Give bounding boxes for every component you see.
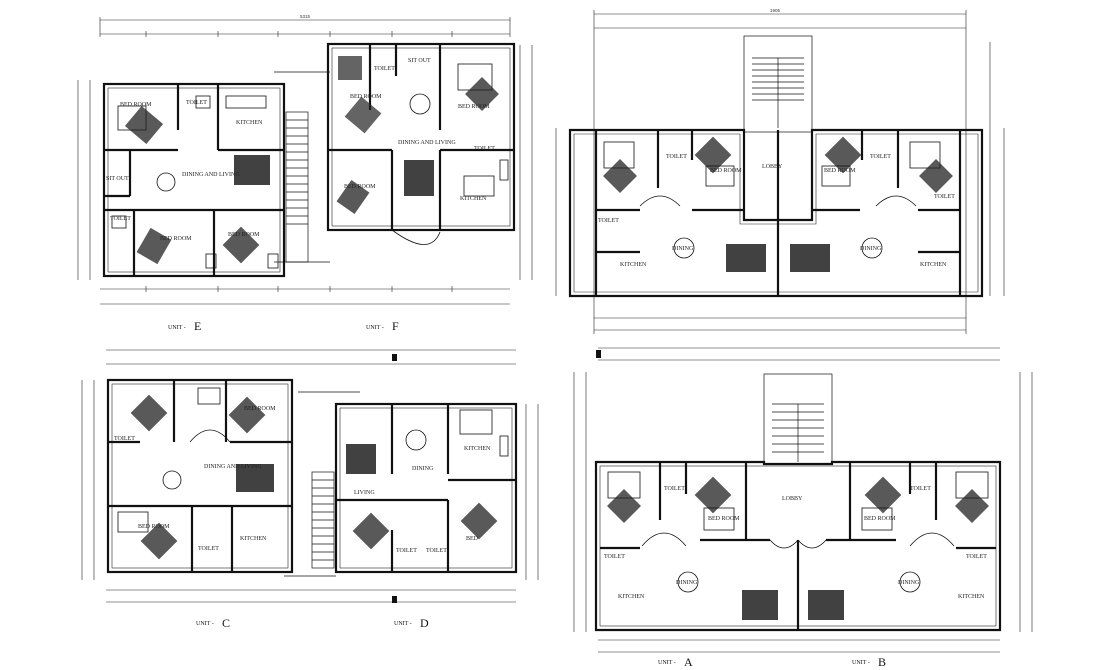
room-label-f-bed1: BED ROOM <box>458 104 490 110</box>
unit-f-letter: F <box>392 319 399 333</box>
room-label-tr-dining-l: DINING <box>672 246 694 252</box>
room-label-c-bed2: BED ROOM <box>138 524 170 530</box>
plan-tr-dimensions: 1905 <box>555 8 1005 334</box>
room-label-ab-dining-l: DINING <box>676 580 698 586</box>
room-label-f-sitout: SIT OUT <box>408 58 431 64</box>
room-label-c-kitchen: KITCHEN <box>240 536 267 542</box>
room-label-tr-toilet-l2: TOILET <box>598 218 619 224</box>
room-label-ab-bed-r: BED ROOM <box>864 516 896 522</box>
room-label-f-bed2: BED ROOM <box>350 94 382 100</box>
room-label-e-bed1: BED ROOM <box>120 102 152 108</box>
unit-f-furniture <box>336 56 509 214</box>
plan-ab-outline <box>594 460 1002 632</box>
unit-e-furniture <box>111 95 279 269</box>
room-label-f-bed3: BED ROOM <box>344 184 376 190</box>
unit-b-letter: B <box>878 655 886 669</box>
room-label-tr-kitchen-r: KITCHEN <box>920 262 947 268</box>
room-label-tr-toilet-l: TOILET <box>666 154 687 160</box>
room-label-d-living: LIVING <box>354 490 375 496</box>
room-label-tr-dining-r: DINING <box>860 246 882 252</box>
unit-d-outline <box>334 402 518 574</box>
room-label-f-dining: DINING AND LIVING <box>398 140 456 146</box>
plan-ab-furniture <box>607 471 989 620</box>
plan-tr-top-dimension: 1905 <box>770 8 781 13</box>
room-label-e-bed2: BED ROOM <box>160 236 192 242</box>
room-label-tr-bed-l: BED ROOM <box>710 168 742 174</box>
room-label-ab-toilet-r2: TOILET <box>966 554 987 560</box>
unit-d-furniture <box>346 409 509 550</box>
room-label-d-dining: DINING <box>412 466 434 472</box>
room-label-c-dining: DINING AND LIVING <box>204 464 262 470</box>
unit-b-prefix: UNIT - <box>852 660 870 666</box>
plan-ef-dimensions: 5315 <box>77 14 533 305</box>
unit-f-prefix: UNIT - <box>366 325 384 331</box>
unit-f-outline <box>326 42 516 232</box>
unit-c-prefix: UNIT - <box>196 621 214 627</box>
room-label-tr-toilet-r2: TOILET <box>934 194 955 200</box>
plan-ab-dimensions <box>573 347 1033 653</box>
room-label-tr-toilet-r: TOILET <box>870 154 891 160</box>
plan-unit-c-d: TOILET BED ROOM DINING AND LIVING BED RO… <box>81 349 539 630</box>
unit-c-furniture <box>117 387 274 560</box>
room-label-e-dining: DINING AND LIVING <box>182 172 240 178</box>
unit-d-prefix: UNIT - <box>394 621 412 627</box>
unit-a-letter: A <box>684 655 693 669</box>
plan-tr-furniture <box>603 136 953 272</box>
room-label-c-toilet2: TOILET <box>198 546 219 552</box>
room-label-e-kitchen: KITCHEN <box>236 120 263 126</box>
stair-ab <box>763 373 833 465</box>
plan-tr-outline <box>568 128 984 298</box>
room-label-c-bed1: BED ROOM <box>244 406 276 412</box>
stair-cd <box>284 391 360 577</box>
room-label-d-toilet2: TOILET <box>426 548 447 554</box>
unit-e-letter: E <box>194 319 201 333</box>
room-label-e-toilet1: TOILET <box>186 100 207 106</box>
room-label-e-bed3: BED ROOM <box>228 232 260 238</box>
room-label-tr-kitchen-l: KITCHEN <box>620 262 647 268</box>
room-label-ab-toilet-l: TOILET <box>664 486 685 492</box>
room-label-ab-kitchen-l: KITCHEN <box>618 594 645 600</box>
stair-ef <box>274 71 330 263</box>
plan-unit-e-f: 5315 <box>77 14 533 333</box>
unit-a-prefix: UNIT - <box>658 660 676 666</box>
room-label-ab-kitchen-r: KITCHEN <box>958 594 985 600</box>
room-label-tr-bed-r: BED ROOM <box>824 168 856 174</box>
room-label-f-toilet2: TOILET <box>474 146 495 152</box>
plan-cd-dimensions <box>81 349 539 603</box>
room-label-e-toilet2: TOILET <box>110 216 131 222</box>
unit-d-letter: D <box>420 616 429 630</box>
room-label-ab-bed-l: BED ROOM <box>708 516 740 522</box>
room-label-d-kitchen: KITCHEN <box>464 446 491 452</box>
room-label-ab-toilet-r: TOILET <box>910 486 931 492</box>
plan-top-right: 1905 <box>555 8 1005 334</box>
plan-ef-top-dimension: 5315 <box>300 14 311 19</box>
unit-c-outline <box>106 378 294 574</box>
room-label-tr-lobby: LOBBY <box>762 164 783 170</box>
room-label-f-kitchen: KITCHEN <box>460 196 487 202</box>
room-label-d-toilet1: TOILET <box>396 548 417 554</box>
room-label-d-bed: BED <box>466 536 479 542</box>
room-label-e-sitout: SIT OUT <box>106 176 129 182</box>
room-label-ab-dining-r: DINING <box>898 580 920 586</box>
room-label-ab-lobby: LOBBY <box>782 496 803 502</box>
room-label-f-toilet: TOILET <box>374 66 395 72</box>
room-label-c-toilet: TOILET <box>114 436 135 442</box>
stair-tr <box>743 35 813 133</box>
unit-e-outline <box>102 82 286 278</box>
unit-e-prefix: UNIT - <box>168 325 186 331</box>
unit-c-letter: C <box>222 616 230 630</box>
room-label-ab-toilet-l2: TOILET <box>604 554 625 560</box>
plan-unit-a-b: LOBBY BED ROOM BED ROOM TOILET TOILET DI… <box>573 347 1033 669</box>
